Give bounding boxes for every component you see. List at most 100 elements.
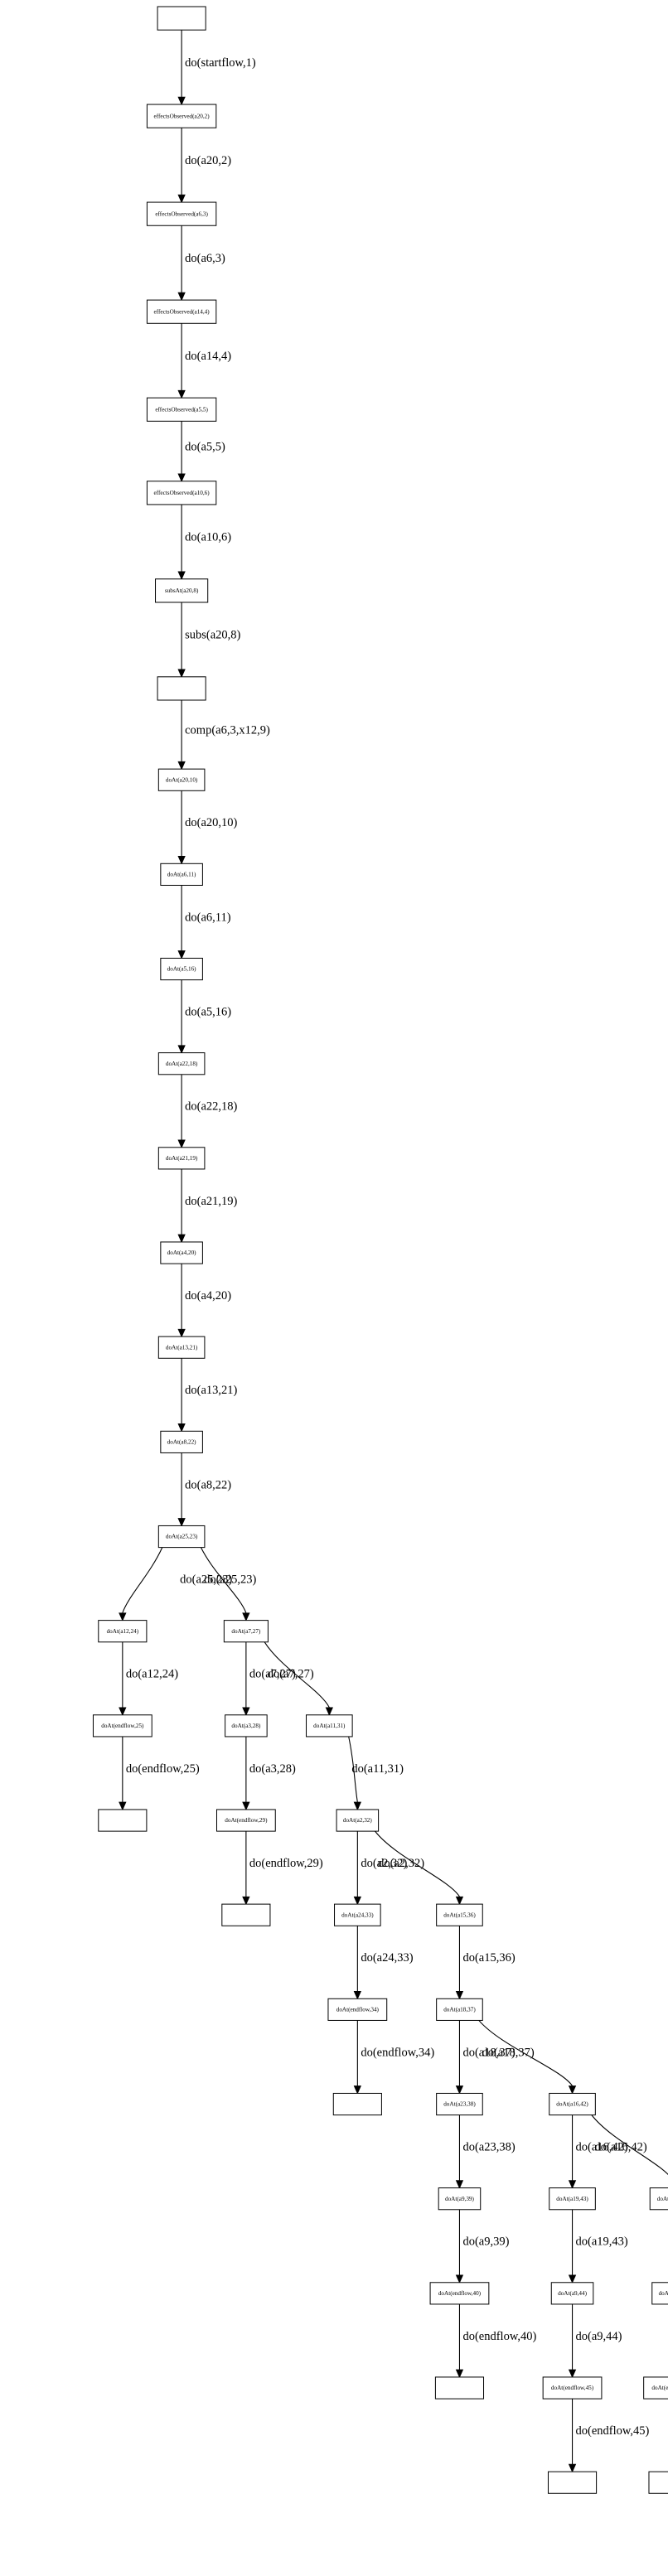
node-box[interactable] xyxy=(549,2092,596,2116)
node-doat-a15-36[interactable]: doAt(a15,36) xyxy=(436,1903,483,1926)
node-doat-a5-16[interactable]: doAt(a5,16) xyxy=(160,957,203,981)
arrowhead-icon xyxy=(177,1423,186,1433)
node-box[interactable] xyxy=(542,2376,603,2400)
node-box[interactable] xyxy=(146,104,217,128)
node-doat-endflow-29[interactable]: doAt(endflow,29) xyxy=(215,1809,276,1832)
edge-label: do(a16,42) xyxy=(595,2140,647,2153)
node-doat-a9-44[interactable]: doAt(a9,44) xyxy=(550,2282,594,2305)
node-empty[interactable] xyxy=(434,2376,485,2400)
node-effectsobserved-a10-6[interactable]: effectsObserved(a10,6) xyxy=(146,481,217,505)
node-empty[interactable] xyxy=(157,676,206,701)
node-box[interactable] xyxy=(160,1241,203,1264)
node-label: doAt(a20,10) xyxy=(166,776,198,783)
node-box[interactable] xyxy=(146,481,217,505)
node-box[interactable] xyxy=(157,676,206,701)
node-box[interactable] xyxy=(550,2282,594,2305)
node-doat-a23-38[interactable]: doAt(a23,38) xyxy=(436,2092,483,2116)
arrowhead-icon xyxy=(242,1612,250,1621)
node-doat-a8-22[interactable]: doAt(a8,22) xyxy=(160,1430,203,1453)
node-box[interactable] xyxy=(98,1620,148,1643)
node-doat-endflow-40[interactable]: doAt(endflow,40) xyxy=(429,2282,490,2305)
node-box[interactable] xyxy=(157,1052,206,1075)
edge-label: do(a6,3) xyxy=(185,252,225,265)
node-box[interactable] xyxy=(160,863,203,886)
node-doat-a3-28[interactable]: doAt(a3,28) xyxy=(225,1714,268,1737)
node-box[interactable] xyxy=(157,1525,206,1549)
node-box[interactable] xyxy=(146,299,217,324)
node-box[interactable] xyxy=(98,1809,148,1832)
node-effectsobserved-a20-2[interactable]: effectsObserved(a20,2) xyxy=(146,104,217,128)
node-box[interactable] xyxy=(221,1903,271,1926)
node-doat-a13-21[interactable]: doAt(a13,21) xyxy=(157,1336,206,1359)
node-box[interactable] xyxy=(436,2092,483,2116)
node-doat-a11-31[interactable]: doAt(a11,31) xyxy=(306,1714,353,1737)
node-box[interactable] xyxy=(306,1714,353,1737)
node-effectsobserved-a14-4[interactable]: effectsObserved(a14,4) xyxy=(146,299,217,324)
node-label: doAt(a17,47) xyxy=(657,2196,668,2202)
node-box[interactable] xyxy=(327,1998,388,2021)
node-doat-a21-19[interactable]: doAt(a21,19) xyxy=(157,1147,206,1170)
node-empty[interactable] xyxy=(648,2471,668,2494)
node-doat-a24-33[interactable]: doAt(a24,33) xyxy=(334,1903,381,1926)
node-empty[interactable] xyxy=(221,1903,271,1926)
node-box[interactable] xyxy=(549,2187,596,2211)
node-box[interactable] xyxy=(651,2282,668,2305)
arrowhead-icon xyxy=(119,1612,127,1621)
node-box[interactable] xyxy=(429,2282,490,2305)
node-label: doAt(a2,32) xyxy=(343,1817,373,1824)
node-label: doAt(endflow,45) xyxy=(551,2385,594,2391)
edge-label: do(a4,20) xyxy=(185,1289,231,1302)
node-box[interactable] xyxy=(223,1620,269,1643)
node-doat-endflow-45[interactable]: doAt(endflow,45) xyxy=(542,2376,603,2400)
node-doat-endflow-25[interactable]: doAt(endflow,25) xyxy=(92,1714,152,1737)
node-box[interactable] xyxy=(436,1903,483,1926)
node-box[interactable] xyxy=(547,2471,598,2494)
node-box[interactable] xyxy=(160,1430,203,1453)
node-empty[interactable] xyxy=(98,1809,148,1832)
node-box[interactable] xyxy=(434,2376,485,2400)
node-box[interactable] xyxy=(157,768,206,791)
node-subsat-a20-8[interactable]: subsAt(a20,8) xyxy=(155,578,209,603)
node-empty[interactable] xyxy=(332,2092,382,2116)
node-box[interactable] xyxy=(225,1714,268,1737)
node-doat-a9-39[interactable]: doAt(a9,39) xyxy=(438,2187,482,2211)
node-doat-endflow-49[interactable]: doAt(endflow,49) xyxy=(643,2376,668,2400)
node-doat-a7-27[interactable]: doAt(a7,27) xyxy=(223,1620,269,1643)
node-box[interactable] xyxy=(332,2092,382,2116)
node-empty[interactable] xyxy=(157,6,206,31)
node-box[interactable] xyxy=(643,2376,668,2400)
node-doat-a9-48[interactable]: doAt(a9,48) xyxy=(651,2282,668,2305)
node-doat-a19-43[interactable]: doAt(a19,43) xyxy=(549,2187,596,2211)
node-box[interactable] xyxy=(215,1809,276,1832)
node-box[interactable] xyxy=(157,1147,206,1170)
node-box[interactable] xyxy=(438,2187,482,2211)
node-box[interactable] xyxy=(436,1998,483,2021)
node-doat-a12-24[interactable]: doAt(a12,24) xyxy=(98,1620,148,1643)
node-doat-a6-11[interactable]: doAt(a6,11) xyxy=(160,863,203,886)
node-doat-a4-20[interactable]: doAt(a4,20) xyxy=(160,1241,203,1264)
node-doat-a25-23[interactable]: doAt(a25,23) xyxy=(157,1525,206,1549)
node-box[interactable] xyxy=(336,1809,380,1832)
node-box[interactable] xyxy=(157,6,206,31)
node-doat-endflow-34[interactable]: doAt(endflow,34) xyxy=(327,1998,388,2021)
node-box[interactable] xyxy=(160,957,203,981)
node-box[interactable] xyxy=(157,1336,206,1359)
node-doat-a18-37[interactable]: doAt(a18,37) xyxy=(436,1998,483,2021)
node-box[interactable] xyxy=(334,1903,381,1926)
node-doat-a2-32[interactable]: doAt(a2,32) xyxy=(336,1809,380,1832)
node-effectsobserved-a5-5[interactable]: effectsObserved(a5,5) xyxy=(146,397,217,422)
edge-n24-to-n27 xyxy=(375,1830,460,1897)
node-box[interactable] xyxy=(146,397,217,422)
node-doat-a22-18[interactable]: doAt(a22,18) xyxy=(157,1052,206,1075)
node-doat-a16-42[interactable]: doAt(a16,42) xyxy=(549,2092,596,2116)
node-empty[interactable] xyxy=(547,2471,598,2494)
node-box[interactable] xyxy=(92,1714,152,1737)
node-doat-a17-47[interactable]: doAt(a17,47) xyxy=(649,2187,668,2211)
node-doat-a20-10[interactable]: doAt(a20,10) xyxy=(157,768,206,791)
node-effectsobserved-a6-3[interactable]: effectsObserved(a6,3) xyxy=(146,201,217,226)
arrowhead-icon xyxy=(177,1328,186,1338)
node-box[interactable] xyxy=(648,2471,668,2494)
node-box[interactable] xyxy=(649,2187,668,2211)
node-box[interactable] xyxy=(155,578,209,603)
node-box[interactable] xyxy=(146,201,217,226)
